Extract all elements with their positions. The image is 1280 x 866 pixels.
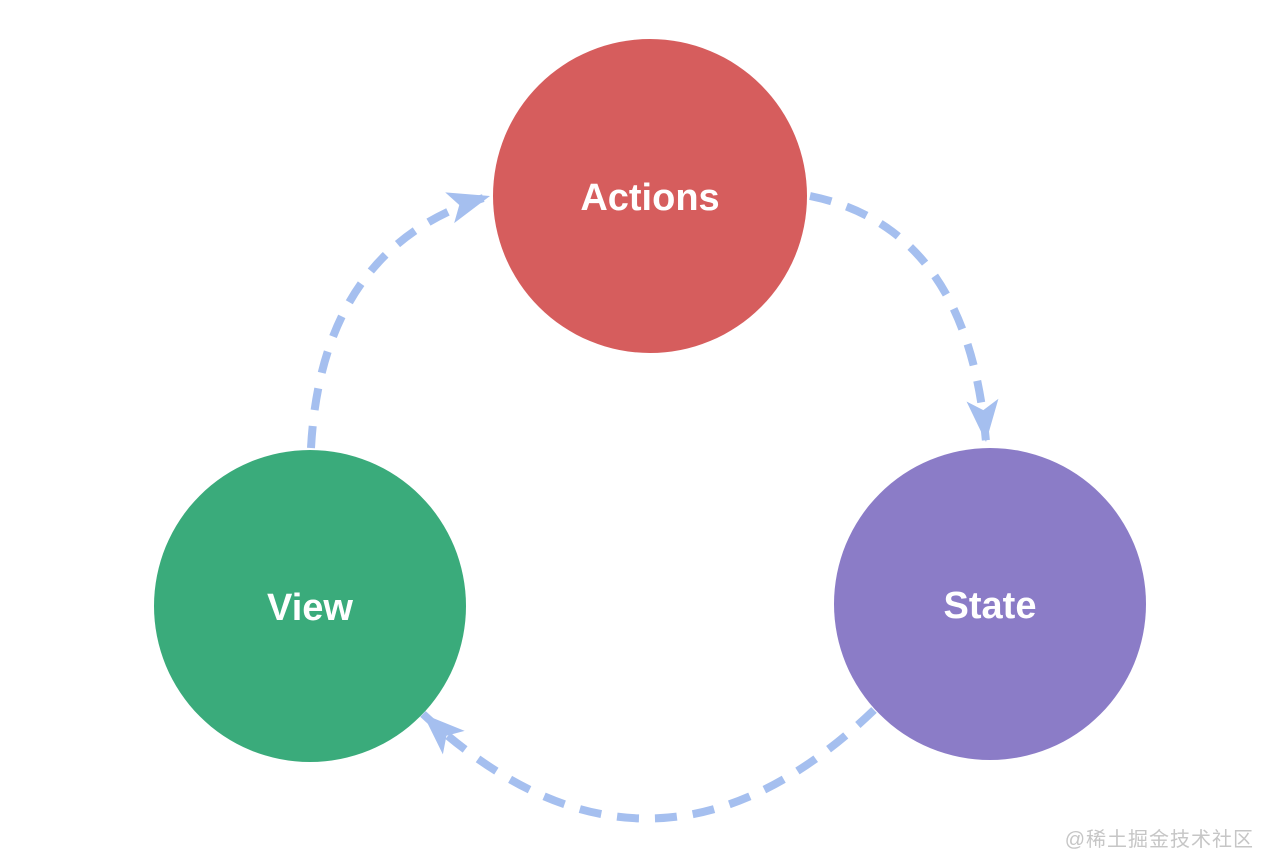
node-view-circle	[154, 450, 466, 762]
node-actions-circle	[493, 39, 807, 353]
edge-actions-to-state	[809, 192, 999, 443]
edge-view-to-actions	[307, 192, 492, 449]
node-state-circle	[834, 448, 1146, 760]
node-actions-label: Actions	[580, 177, 719, 219]
watermark: @稀土掘金技术社区	[1064, 829, 1254, 851]
node-view-label: View	[267, 587, 353, 629]
edge-state-to-view	[420, 707, 877, 823]
node-state-label: State	[944, 585, 1037, 627]
